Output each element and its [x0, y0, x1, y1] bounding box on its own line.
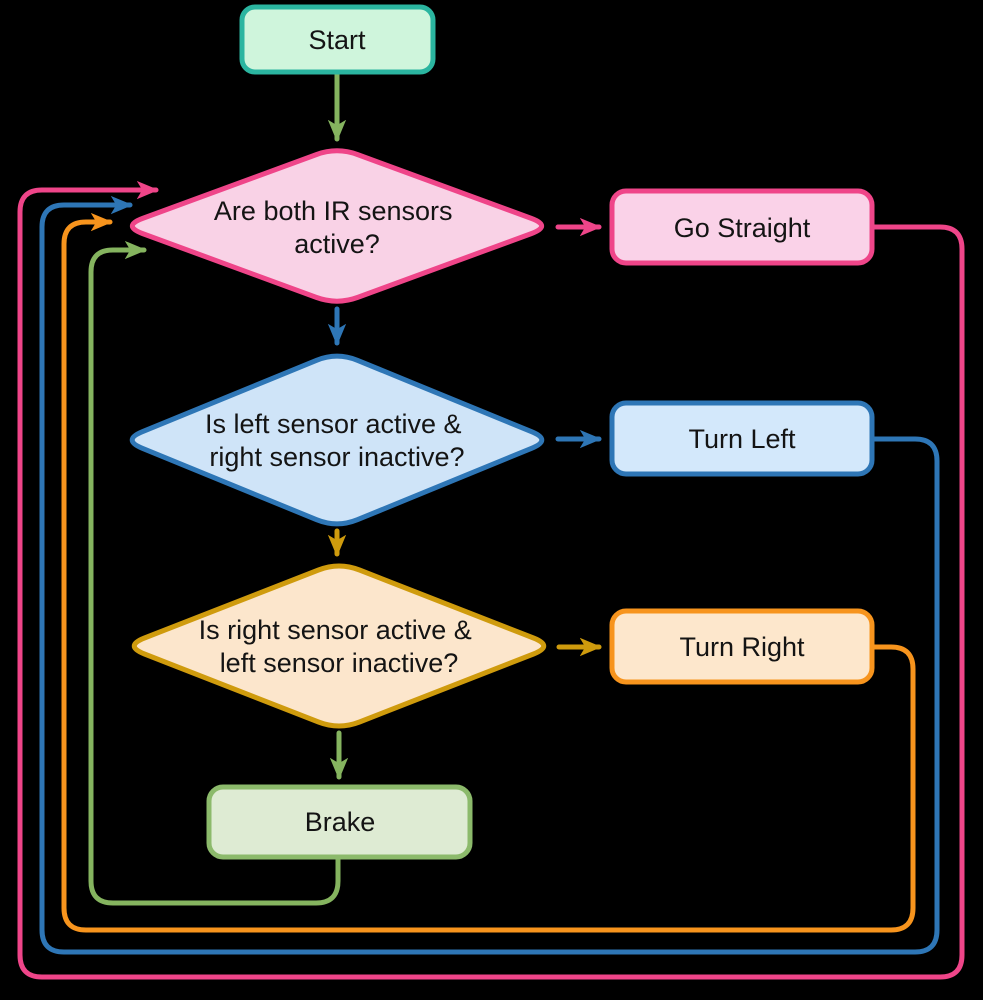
turn-left-node: Turn Left	[609, 400, 875, 477]
go-straight-node-label: Go Straight	[674, 213, 811, 243]
turn-right-node-label: Turn Right	[679, 632, 805, 662]
turn-left-node-label: Turn Left	[688, 424, 796, 454]
loop-brake-to-decision1	[88, 240, 341, 906]
go-straight-node-shape	[609, 188, 875, 266]
decision-left-sensor-shape	[129, 353, 545, 527]
decision-right-sensor-label-line1: Is right sensor active &	[199, 615, 472, 645]
decision-both-sensors-shape	[129, 148, 545, 304]
decision-right-sensor-node: Is right sensor active & left sensor ina…	[131, 563, 547, 729]
decision-right-sensor-shape	[131, 563, 547, 729]
loop-go-straight-to-decision1	[17, 180, 965, 980]
brake-node-shape	[206, 784, 473, 860]
decision-left-sensor-label-line1: Is left sensor active &	[205, 409, 462, 439]
brake-node-label: Brake	[305, 807, 376, 837]
decision-left-sensor-node: Is left sensor active & right sensor ina…	[129, 353, 545, 527]
decision-both-sensors-label-line2: active?	[294, 229, 380, 259]
loop-turn-left-to-decision1	[39, 195, 940, 955]
turn-left-node-shape	[609, 400, 875, 477]
turn-right-node-shape	[609, 608, 875, 685]
start-node-label: Start	[308, 25, 366, 55]
start-node-shape	[239, 4, 436, 75]
decision-both-sensors-node: Are both IR sensors active?	[129, 148, 545, 304]
go-straight-node: Go Straight	[609, 188, 875, 266]
decision-both-sensors-label-line1: Are both IR sensors	[214, 196, 453, 226]
decision-left-sensor-label-line2: right sensor inactive?	[209, 442, 464, 472]
decision-right-sensor-label: Is right sensor active & left sensor ina…	[199, 615, 480, 678]
decision-left-sensor-label: Is left sensor active & right sensor ina…	[205, 409, 469, 472]
brake-node: Brake	[206, 784, 473, 860]
decision-both-sensors-label: Are both IR sensors active?	[214, 196, 460, 259]
turn-right-node: Turn Right	[609, 608, 875, 685]
loop-turn-right-to-decision1	[61, 212, 916, 933]
decision-right-sensor-label-line2: left sensor inactive?	[220, 648, 459, 678]
start-node: Start	[239, 4, 436, 75]
